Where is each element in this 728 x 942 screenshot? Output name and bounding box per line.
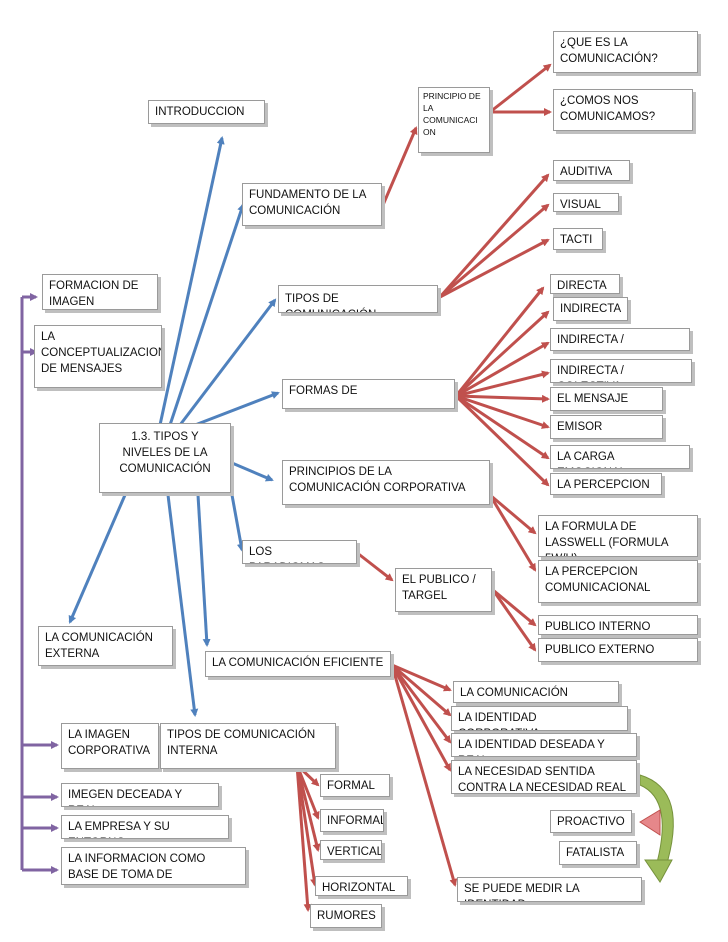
node-emisor: EMISOR: [550, 415, 663, 439]
node-label: LA COMUNICACIÓN EXTERNA: [45, 632, 153, 660]
node-label: VISUAL: [560, 199, 601, 211]
node-label: EMISOR: [557, 421, 603, 433]
node-imagen-deceada: IMEGEN DECEADA Y REAL: [61, 783, 219, 807]
node-introduccion: INTRODUCCION: [148, 100, 265, 124]
node-label: PUBLICO INTERNO: [545, 621, 651, 633]
node-label: PRINCIPIO DE LA COMUNICACI ON: [423, 91, 481, 137]
node-lasswell: LA FORMULA DE LASSWELL (FORMULA 5W/H): [538, 515, 698, 557]
node-formal: FORMAL: [320, 774, 390, 797]
cycle-arrow-icon: [639, 774, 674, 883]
node-label: DIRECTA: [557, 280, 607, 292]
node-informal: INFORMAL: [320, 809, 384, 832]
node-publico-interno: PUBLICO INTERNO: [538, 615, 698, 635]
node-label: LA IDENTIDAD CORPORATIVA: [458, 712, 540, 730]
node-principio: PRINCIPIO DE LA COMUNICACI ON: [418, 87, 490, 153]
node-percepcion: LA PERCEPCION: [550, 473, 662, 495]
node-como-nos: ¿COMOS NOS COMUNICAMOS?: [553, 89, 693, 131]
node-indirecta: INDIRECTA: [553, 297, 628, 321]
node-label: FATALISTA: [566, 847, 625, 859]
node-label: LA EMPRESA Y SU ENTORNO: [68, 821, 170, 838]
node-horizontal: HORIZONTAL: [315, 876, 408, 896]
node-publico-externo: PUBLICO EXTERNO: [538, 638, 698, 662]
node-formas-de: FORMAS DE: [282, 379, 455, 409]
node-label: PUBLICO EXTERNO: [545, 644, 655, 656]
node-publico: EL PUBLICO / TARGEL: [395, 568, 492, 612]
node-label: AUDITIVA: [560, 166, 613, 178]
node-indirecta-personal: INDIRECTA / PERSONAL: [550, 328, 690, 351]
node-informacion: LA INFORMACION COMO BASE DE TOMA DE DECI…: [61, 847, 246, 885]
node-label: INFORMAL: [327, 815, 384, 827]
node-label: LA INFORMACION COMO BASE DE TOMA DE DECI…: [68, 853, 206, 881]
node-formacion: FORMACION DE IMAGEN: [42, 274, 158, 310]
node-medir-identidad: SE PUEDE MEDIR LA IDENTIDAD: [457, 877, 642, 902]
node-el-mensaje: EL MENSAJE: [550, 387, 663, 411]
node-rumores: RUMORES: [310, 904, 382, 928]
node-directa: DIRECTA: [550, 274, 620, 294]
node-label: LA COMUNICACIÓN: [460, 687, 568, 699]
node-tacti: TACTI: [553, 228, 603, 250]
node-label: FORMAL: [327, 780, 375, 792]
node-label: LA CARGA EMOCIONAL: [557, 451, 626, 468]
node-que-es: ¿QUE ES LA COMUNICACIÓN?: [553, 31, 698, 73]
node-paradigmas: LOS PARADIGMAS: [242, 540, 357, 564]
node-label: LOS PARADIGMAS: [249, 546, 325, 563]
node-label: VERTICAL: [327, 846, 382, 858]
node-label: LA PERCEPCION COMUNICACIONAL: [545, 566, 651, 594]
node-label: LA FORMULA DE LASSWELL (FORMULA 5W/H): [545, 521, 668, 556]
node-fatalista: FATALISTA: [559, 841, 637, 865]
node-fundamento: FUNDAMENTO DE LA COMUNICACIÓN: [242, 183, 382, 226]
node-tipos-comunicacion: TIPOS DE COMUNICACIÓN: [278, 285, 438, 313]
node-visual: VISUAL: [553, 193, 619, 212]
node-label: INDIRECTA / COLECTIVA: [557, 365, 624, 382]
node-label: HORIZONTAL: [322, 882, 396, 894]
node-auditiva: AUDITIVA: [553, 160, 630, 181]
node-label: LA PERCEPCION: [557, 479, 650, 491]
node-label: TACTI: [560, 234, 593, 246]
node-proactivo: PROACTIVO: [550, 810, 632, 833]
node-label: LA NECESIDAD SENTIDA CONTRA LA NECESIDAD…: [458, 766, 627, 794]
node-conceptualizacion: LA CONCEPTUALIZACION DE MENSAJES: [34, 325, 162, 388]
node-central: 1.3. TIPOS Y NIVELES DE LA COMUNICACIÓN: [99, 423, 231, 493]
node-label: FORMACION DE IMAGEN: [49, 280, 139, 308]
node-label: RUMORES: [317, 910, 376, 922]
node-percepcion-comunicacional: LA PERCEPCION COMUNICACIONAL: [538, 560, 698, 603]
node-label: LA COMUNICACIÓN EFICIENTE: [212, 657, 384, 669]
node-label: INDIRECTA: [560, 303, 622, 315]
node-label: TIPOS DE COMUNICACIÓN: [285, 293, 376, 312]
node-principios-corporativa: PRINCIPIOS DE LA COMUNICACIÓN CORPORATIV…: [282, 460, 490, 505]
node-indirecta-colectiva: INDIRECTA / COLECTIVA: [550, 359, 692, 383]
node-label: ¿COMOS NOS COMUNICAMOS?: [560, 95, 656, 123]
node-label: EL PUBLICO / TARGEL: [402, 574, 476, 602]
node-label: FUNDAMENTO DE LA COMUNICACIÓN: [249, 189, 366, 217]
node-imagen-corporativa: LA IMAGEN CORPORATIVA: [61, 723, 159, 769]
node-label: PROACTIVO: [557, 816, 625, 828]
node-label: LA IDENTIDAD DESEADA Y REAL: [458, 739, 605, 756]
node-tipos-interna: TIPOS DE COMUNICACIÓN INTERNA: [160, 723, 336, 769]
node-label: INTRODUCCION: [155, 106, 245, 118]
node-label: LA IMAGEN CORPORATIVA: [68, 729, 150, 757]
node-identidad-corporativa: LA IDENTIDAD CORPORATIVA: [451, 706, 628, 731]
node-label: INDIRECTA / PERSONAL: [557, 334, 624, 346]
node-label: 1.3. TIPOS Y NIVELES DE LA COMUNICACIÓN: [119, 431, 211, 475]
node-vertical: VERTICAL: [320, 840, 382, 860]
node-label: PRINCIPIOS DE LA COMUNICACIÓN CORPORATIV…: [289, 466, 466, 494]
node-label: ¿QUE ES LA COMUNICACIÓN?: [560, 37, 658, 65]
node-necesidad: LA NECESIDAD SENTIDA CONTRA LA NECESIDAD…: [451, 760, 637, 794]
node-empresa: LA EMPRESA Y SU ENTORNO: [61, 815, 229, 839]
node-label: EL MENSAJE: [557, 393, 629, 405]
node-identidad-deseada: LA IDENTIDAD DESEADA Y REAL: [451, 733, 637, 757]
node-label: FORMAS DE: [289, 385, 358, 397]
node-comunicacion-externa: LA COMUNICACIÓN EXTERNA: [38, 626, 173, 666]
node-label: IMEGEN DECEADA Y REAL: [68, 789, 182, 806]
node-label: LA CONCEPTUALIZACION DE MENSAJES: [41, 331, 162, 375]
node-carga-emocional: LA CARGA EMOCIONAL: [550, 445, 690, 469]
node-comunicacion-eficiente: LA COMUNICACIÓN EFICIENTE: [205, 651, 391, 677]
node-label: SE PUEDE MEDIR LA IDENTIDAD: [464, 883, 580, 901]
node-la-comunicacion: LA COMUNICACIÓN: [453, 681, 619, 703]
node-label: TIPOS DE COMUNICACIÓN INTERNA: [167, 729, 316, 757]
